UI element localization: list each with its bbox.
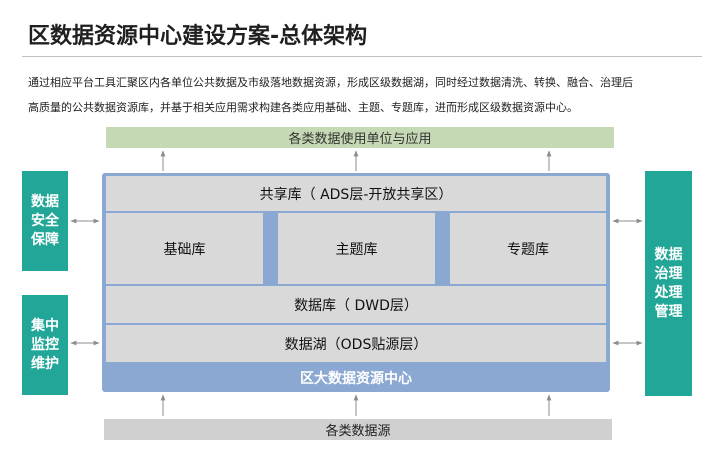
description-line-2: 高质量的公共数据资源库，并基于相关应用需求构建各类应用基础、主题、专题库，进而形… [28, 101, 578, 114]
resource-center-label: 区大数据资源中心 [300, 371, 412, 387]
title-divider [22, 56, 702, 57]
data-security-panel: 数据安全保障 [22, 171, 68, 271]
description: 通过相应平台工具汇聚区内各单位公共数据及市级落地数据资源，形成区级数据湖，同时经… [28, 70, 700, 120]
theme-library: 主题库 [278, 213, 435, 284]
ods-layer: 数据湖（ODS贴源层） [106, 325, 606, 362]
data-governance-panel: 数据治理处理管理 [645, 171, 692, 396]
topic-library: 专题库 [450, 213, 606, 284]
page-title: 区数据资源中心建设方案-总体架构 [28, 24, 368, 49]
dwd-layer: 数据库（ DWD层） [106, 286, 606, 323]
data-consumers-bar: 各类数据使用单位与应用 [106, 127, 614, 148]
share-layer: 共享库（ ADS层-开放共享区） [106, 176, 606, 211]
data-sources-bar: 各类数据源 [104, 419, 612, 440]
monitoring-panel: 集中监控维护 [22, 295, 68, 395]
description-line-1: 通过相应平台工具汇聚区内各单位公共数据及市级落地数据资源，形成区级数据湖，同时经… [28, 76, 633, 89]
base-library: 基础库 [106, 213, 263, 284]
